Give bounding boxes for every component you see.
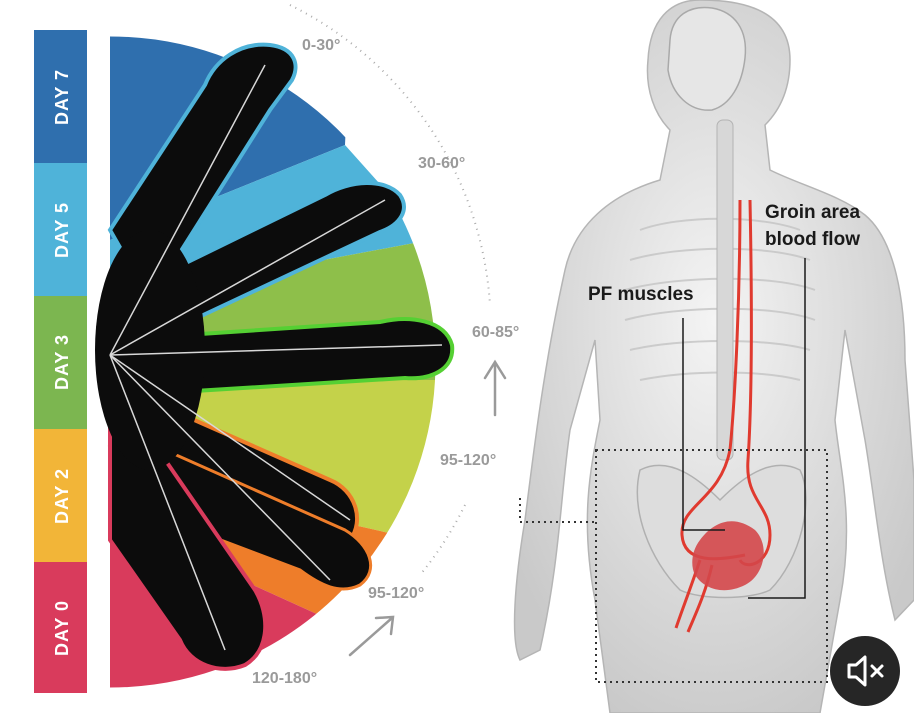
angle-label-95-120-upper: 95-120°: [440, 452, 496, 469]
body-silhouette: [513, 0, 914, 713]
day-7-label: DAY 7: [52, 69, 72, 125]
angle-label-60-85: 60-85°: [472, 324, 519, 341]
groin-label-line1: Groin area: [765, 202, 860, 223]
pf-muscles-leader-line: [682, 318, 725, 531]
mute-button[interactable]: [830, 636, 900, 706]
day-0-label: DAY 0: [52, 600, 72, 656]
angle-label-120-180: 120-180°: [252, 670, 317, 687]
day-2-segment: [34, 429, 87, 562]
silhouette-95-120-b: [113, 427, 373, 591]
fan-guide-lines: [109, 64, 443, 651]
day-5-label: DAY 5: [52, 202, 72, 258]
day-7-segment: [34, 30, 87, 163]
speaker-muted-icon: [847, 655, 884, 687]
silhouette-base: [95, 230, 205, 470]
pelvic-floor-muscles: [692, 521, 764, 591]
day-3-segment: [34, 296, 87, 429]
day-5-segment: [34, 163, 87, 296]
skull: [667, 6, 747, 111]
groin-label-line2: blood flow: [765, 229, 860, 250]
angle-fan: 0-30° 30-60° 60-85° 95-120° 95-120° 120-…: [95, 4, 519, 692]
day-2-label: DAY 2: [52, 468, 72, 524]
spine: [716, 119, 734, 461]
groin-leader-line: [748, 258, 806, 599]
focus-connector: [519, 498, 596, 523]
dotted-arc-bottom: [419, 504, 466, 576]
angle-label-0-30: 0-30°: [302, 37, 340, 54]
angle-label-30-60: 30-60°: [418, 155, 465, 172]
arrow-diagonal-icon: [348, 615, 395, 657]
day-3-label: DAY 3: [52, 334, 72, 390]
pf-muscles-label: PF muscles: [588, 284, 694, 305]
day-0-segment: [34, 562, 87, 693]
silhouette-group: [95, 42, 455, 671]
focus-box: [595, 449, 828, 683]
arrow-up-icon: [483, 359, 507, 417]
angle-label-95-120-lower: 95-120°: [368, 585, 424, 602]
day-timeline: DAY 7 DAY 5 DAY 3 DAY 2 DAY 0: [34, 30, 87, 693]
anatomy-figure: PF muscles Groin area blood flow: [513, 0, 914, 713]
